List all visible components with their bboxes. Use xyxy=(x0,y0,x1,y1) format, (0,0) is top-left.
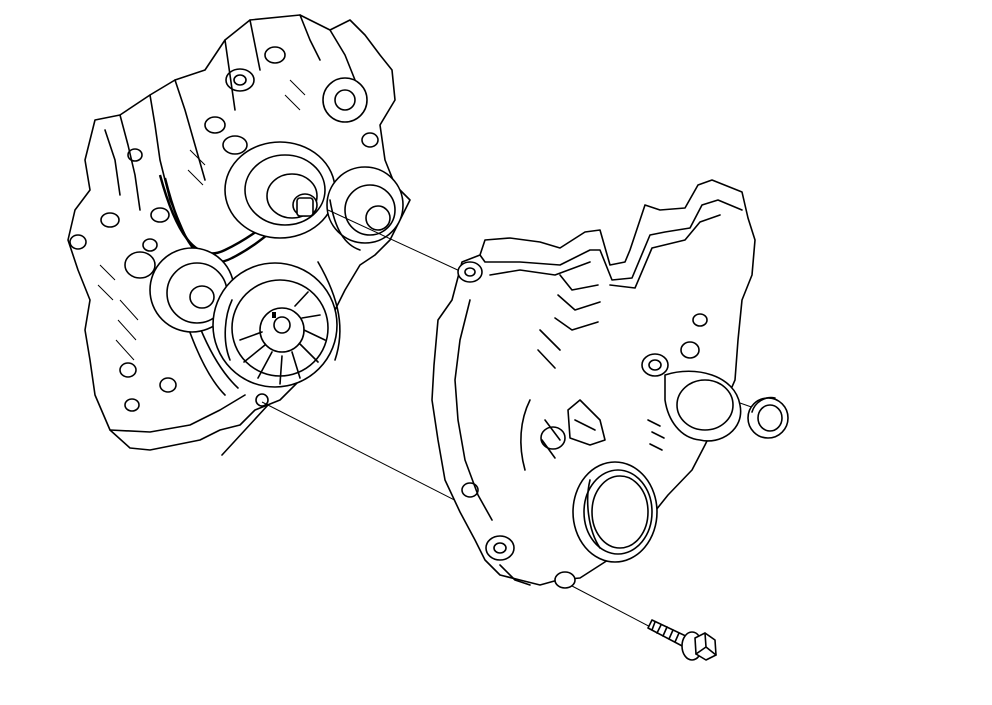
pulley-icon xyxy=(124,247,235,333)
o-ring-icon xyxy=(747,396,789,439)
pulley-icon xyxy=(224,141,336,239)
bolt-icon xyxy=(647,619,717,661)
cover-icon xyxy=(431,179,756,589)
pulley-icon xyxy=(326,166,404,251)
engine-block-icon xyxy=(67,14,411,456)
pulley-icon xyxy=(212,262,338,388)
